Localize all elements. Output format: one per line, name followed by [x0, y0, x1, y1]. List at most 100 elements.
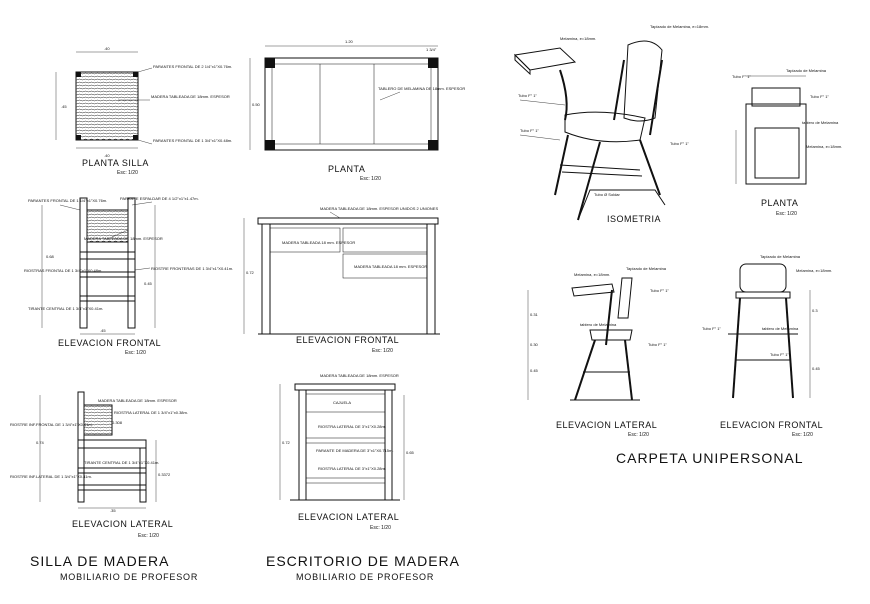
student-front-note-3: Tubo F° 1": [702, 326, 721, 331]
student-plan-scale: Esc: 1/20: [776, 211, 797, 217]
chair-side-dim-4: .35: [110, 508, 116, 513]
chair-plan-note-3: PARANTES FRONTAL DE 1 3/4"x1"X0.48m.: [153, 138, 232, 143]
student-front-note-1: Tapizado de Melamina: [760, 254, 801, 259]
student-side-dim-2: 0.30: [530, 342, 539, 347]
chair-front-dim-3: .45: [100, 328, 106, 333]
student-side-note-3: Tubo F° 1": [650, 288, 669, 293]
student-iso-note-5: Tubo F° 1": [670, 141, 689, 146]
chair-front-note-5: RIOSTRE FRONTERAS DE 1 3/4"x1"X0.41m.: [151, 266, 233, 271]
desk-side-note-1: MADERA TABLEADA DE 18mm. ESPESOR: [320, 373, 399, 378]
desk-side-note-3: RIOSTRA LATERAL DE 3"x1"X0.28m.: [318, 424, 386, 429]
chair-side-note-1: MADERA TABLEADA DE 18mm. ESPESOR: [98, 398, 177, 403]
chair-side-title: ELEVACION LATERAL: [72, 519, 173, 529]
chair-front-note-1: PARANTES FRONTAL DE 1 1/4"x1"X0.76m.: [28, 198, 107, 203]
desk-plan-view: 1.20 1 3/4" 0.50 TABLERO DE MELAMINA DE …: [249, 39, 465, 182]
desk-front-note-3: MADERA TABLEADA 18 mm. ESPESOR: [354, 264, 427, 269]
desk-plan-dim-depth: 0.50: [252, 102, 261, 107]
desk-subcaption: MOBILIARIO DE PROFESOR: [296, 572, 434, 582]
desk-side-scale: Esc: 1/20: [370, 525, 391, 531]
chair-front-dim-2: 0.45: [144, 281, 153, 286]
student-side-note-5: Tubo F° 1": [648, 342, 667, 347]
chair-plan-dim-width: .40: [104, 46, 110, 51]
student-desk-isometric: Melamina, e=18mm. Tapizado de Melamina, …: [513, 24, 709, 224]
student-plan-note-2: Tapizado de Melamina: [786, 68, 827, 73]
student-side-dim-1: 0.31: [530, 312, 539, 317]
desk-front-title: ELEVACION FRONTAL: [296, 335, 399, 345]
chair-plan-dim-bottom: .40: [104, 153, 110, 158]
student-front-note-4: tablero de Melamina: [762, 326, 799, 331]
chair-side-note-3: RIOSTRE INF.FRONTAL DE 1 3/4"x1"X0.41m.: [10, 422, 93, 427]
chair-front-scale: Esc: 1/20: [125, 350, 146, 356]
student-side-scale: Esc: 1/20: [628, 432, 649, 438]
desk-caption: ESCRITORIO DE MADERA: [266, 553, 460, 569]
chair-side-dim-1: 0.74: [36, 440, 45, 445]
student-side-title: ELEVACION LATERAL: [556, 420, 657, 430]
chair-plan-dim-depth: .45: [61, 104, 67, 109]
desk-side-note-2: CAJUELA: [333, 400, 351, 405]
student-desk-plan: Tubo F° 1" Tapizado de Melamina Tubo F° …: [732, 68, 842, 217]
chair-side-scale: Esc: 1/20: [138, 533, 159, 539]
desk-plan-dim-leg: 1 3/4": [426, 47, 437, 52]
student-plan-note-3: Tubo F° 1": [810, 94, 829, 99]
student-side-dim-3: 0.45: [530, 368, 539, 373]
student-side-note-4: tablero de Melamina: [580, 322, 617, 327]
chair-plan-note-2: MADERA TABLEADA DE 18mm. ESPESOR: [151, 94, 230, 99]
student-front-note-5: Tubo F° 1": [770, 352, 789, 357]
student-front-dim-1: 0.3: [812, 308, 818, 313]
chair-front-note-4: RIOSTRAS FRONTAL DE 1 3/4"x1"X0.48m.: [24, 268, 102, 273]
student-desk-side-elevation: Melamina, e=18mm. Tapizado de Melamina T…: [527, 266, 669, 438]
chair-side-note-4: TIRANTE CENTRAL DE 1 3/4"x1"X0.41m.: [84, 460, 159, 465]
desk-side-dim-1: 0.72: [282, 440, 291, 445]
chair-plan-note-1: PARANTES FRONTAL DE 2 1/4"x1"X0.76m.: [153, 64, 232, 69]
chair-side-elevation: MADERA TABLEADA DE 18mm. ESPESOR RIOSTRA…: [10, 391, 188, 539]
desk-front-dim: 0.72: [246, 270, 255, 275]
chair-front-note-2: PARANTE ESPALDAR DE 4 1/2"x1"x1.47m.: [120, 196, 199, 201]
student-iso-note-1: Melamina, e=18mm.: [560, 36, 596, 41]
desk-plan-title: PLANTA: [328, 164, 365, 174]
student-iso-note-4: Tubo F° 1": [520, 128, 539, 133]
student-iso-note-6: Tubo Ø Soldar: [594, 192, 621, 197]
desk-side-title: ELEVACION LATERAL: [298, 512, 399, 522]
chair-front-elevation: PARANTES FRONTAL DE 1 1/4"x1"X0.76m. PAR…: [24, 196, 233, 356]
chair-side-dim-3: 0.3372: [158, 472, 171, 477]
student-front-dim-2: 0.45: [812, 366, 821, 371]
student-front-scale: Esc: 1/20: [792, 432, 813, 438]
desk-plan-dim-width: 1.20: [345, 39, 354, 44]
student-plan-note-1: Tubo F° 1": [732, 74, 751, 79]
student-side-note-2: Tapizado de Melamina: [626, 266, 667, 271]
student-plan-note-4: tablero de Melamina: [802, 120, 839, 125]
chair-caption: SILLA DE MADERA: [30, 553, 170, 569]
chair-front-note-6: TIRANTE CENTRAL DE 1 3/4"x1"X0.41m.: [28, 306, 103, 311]
student-desk-front-elevation: Tapizado de Melamina Melamina, e=18mm. T…: [702, 254, 832, 438]
desk-plan-scale: Esc: 1/20: [360, 176, 381, 182]
desk-plan-note: TABLERO DE MELAMINA DE 18mm. ESPESOR: [378, 86, 465, 91]
chair-side-dim-2: 0.308: [112, 420, 123, 425]
chair-front-note-3: MADERA TABLEADA DE 18mm. ESPESOR: [84, 236, 163, 241]
student-iso-note-2: Tapizado de Melamina, e=18mm.: [650, 24, 709, 29]
desk-front-elevation: MADERA TABLEADA DE 18mm. ESPESOR UNIDOS …: [243, 206, 440, 354]
student-front-title: ELEVACION FRONTAL: [720, 420, 823, 430]
desk-side-note-4: PARANTE DE MADERA DE 3"x1"X0.715m.: [316, 448, 393, 453]
desk-front-note-1: MADERA TABLEADA DE 18mm. ESPESOR UNIDOS …: [320, 206, 438, 211]
desk-side-note-5: RIOSTRA LATERAL DE 3"x1"X0.28m.: [318, 466, 386, 471]
student-plan-title: PLANTA: [761, 198, 798, 208]
chair-plan-view: .40 .45 .40 PARANTES FRONTAL DE 2 1/4"x1…: [55, 46, 232, 176]
student-caption: CARPETA UNIPERSONAL: [616, 450, 804, 466]
student-side-note-1: Melamina, e=18mm.: [574, 272, 610, 277]
student-iso-title: ISOMETRIA: [607, 214, 661, 224]
student-plan-note-5: Melamina, e=18mm.: [806, 144, 842, 149]
student-front-note-2: Melamina, e=18mm.: [796, 268, 832, 273]
student-iso-note-3: Tubo F° 1": [518, 93, 537, 98]
chair-side-note-5: RIOSTRE INF.LATERAL DE 1 3/4"x1"X0.41m.: [10, 474, 92, 479]
chair-front-dim-1: 0.68: [46, 254, 55, 259]
desk-front-scale: Esc: 1/20: [372, 348, 393, 354]
desk-side-dim-2: 0.65: [406, 450, 415, 455]
chair-front-title: ELEVACION FRONTAL: [58, 338, 161, 348]
chair-plan-title: PLANTA SILLA: [82, 158, 149, 168]
desk-side-elevation: MADERA TABLEADA DE 18mm. ESPESOR CAJUELA…: [279, 373, 415, 531]
chair-subcaption: MOBILIARIO DE PROFESOR: [60, 572, 198, 582]
desk-front-note-2: MADERA TABLEADA 18 mm. ESPESOR: [282, 240, 355, 245]
chair-side-note-2: RIOSTRA LATERAL DE 1 3/4"x1"x0.38m.: [114, 410, 188, 415]
chair-plan-scale: Esc: 1/20: [117, 170, 138, 176]
